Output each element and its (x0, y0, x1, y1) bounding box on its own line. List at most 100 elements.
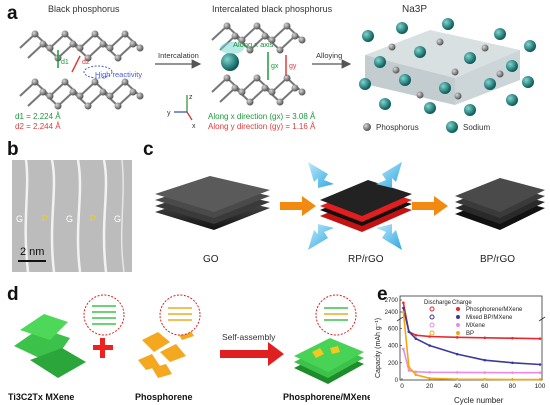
data-point (483, 378, 487, 381)
intercalation-label: Intercalation (158, 51, 199, 60)
legend-discharge-marker (429, 322, 435, 328)
phosphorene-label: Phosphorene (135, 392, 193, 402)
legend-discharge-marker (429, 306, 435, 312)
legend-charge-marker (456, 323, 460, 327)
data-point (538, 371, 542, 374)
plus-sign (93, 338, 113, 358)
intercalated-na-atom (221, 53, 239, 71)
sodium-legend-label: Sodium (463, 123, 490, 132)
data-point (538, 378, 542, 381)
data-point (407, 365, 411, 369)
legend-series-label: Mixed BP/MXene (466, 315, 513, 321)
bp-rgo-stack (455, 178, 545, 230)
data-point (428, 376, 431, 380)
tem-label-g3: G (114, 214, 122, 224)
x-tick-label: 100 (535, 383, 546, 390)
data-point (402, 347, 405, 351)
mxene-label: Ti3C2Tx MXene (8, 392, 74, 402)
data-point (455, 377, 459, 381)
axis-z-label: z (189, 94, 193, 101)
data-point (455, 336, 459, 339)
y-tick-label: 0 (395, 378, 399, 384)
axis-y-label: y (167, 110, 171, 117)
go-label: GO (203, 254, 219, 265)
na3p-title: Na3P (402, 4, 428, 15)
capacity-chart: 0 20 40 60 80 100 0 200 400 600 2400 2700Phosphoren… (375, 295, 546, 405)
tem-label-g2: G (66, 214, 74, 224)
composite-stack (294, 338, 364, 384)
go-stack (155, 176, 270, 230)
bp-rgo-label: BP/rGO (480, 254, 515, 265)
panel-c-schematic: GO RP/rGO BP/rGO (155, 162, 545, 265)
data-point (414, 373, 418, 377)
x-tick-label: 0 (400, 383, 404, 390)
composite-zoom-pattern (324, 307, 348, 321)
d2-value: d2 = 2.244 Å (15, 122, 61, 131)
gy-value: Along y direction (gy) = 1.16 Å (208, 122, 316, 131)
legend-discharge-marker (429, 330, 435, 336)
legend-series-label: BP (466, 331, 474, 337)
data-point (428, 335, 431, 338)
y-tick-label: 600 (388, 326, 399, 332)
black-phosphorus-title: Black phosphorus (48, 4, 120, 14)
x-tick-label: 40 (454, 383, 462, 390)
panel-b-letter: b (7, 139, 19, 160)
data-point (511, 336, 514, 340)
d1-value: d1 = 2.224 Å (15, 112, 61, 121)
self-assembly-arrow (220, 342, 284, 366)
y-tick-label: 200 (388, 361, 399, 367)
data-point (414, 333, 418, 337)
composite-zoom-circle (315, 294, 357, 336)
na3p-crystal (359, 18, 536, 116)
panel-a-letter: a (7, 3, 18, 24)
data-point (414, 337, 418, 340)
data-point (511, 361, 514, 365)
y-tick-label: 400 (388, 344, 399, 350)
panel-e-letter: e (377, 284, 388, 305)
d2-marker (71, 55, 81, 73)
blue-arrow-tr (376, 162, 402, 188)
rp-rgo-stack (320, 180, 412, 232)
data-point (407, 330, 411, 334)
legend-charge-marker (456, 315, 460, 319)
x-tick-label: 20 (426, 383, 434, 390)
sodium-legend-icon (446, 121, 458, 133)
legend-discharge-head: Discharge (424, 300, 452, 306)
mxene-sheets (14, 314, 86, 378)
data-point (402, 310, 405, 314)
legend-discharge-marker (429, 314, 435, 320)
phosphorus-legend-label: Phosphorus (376, 123, 419, 132)
y-tick-label: 2400 (385, 310, 399, 316)
data-point (538, 337, 542, 340)
d2-label: d2 (82, 59, 90, 66)
y-axis-label: Capacity (mAh g⁻¹) (375, 318, 382, 378)
data-point (538, 363, 542, 366)
data-point (428, 344, 431, 347)
axis-break-right (538, 316, 546, 322)
data-point (511, 378, 514, 381)
legend-charge-head: Charge (452, 300, 472, 306)
axis-triad: z y x (167, 94, 196, 130)
mxene-zoom-circle (83, 294, 125, 336)
intercalated-bp-title: Intercalated black phosphorus (212, 4, 333, 14)
x-tick-label: 60 (481, 383, 489, 390)
self-assembly-label: Self-assembly (222, 332, 276, 342)
d1-label: d1 (61, 59, 69, 66)
data-point (483, 371, 487, 374)
x-tick-label: 80 (509, 383, 517, 390)
panel-d-letter: d (7, 284, 19, 305)
data-point (402, 301, 405, 305)
legend-series-label: Phosphorene/MXene (466, 307, 523, 313)
along-x-axis-label: Along x axis (233, 40, 274, 49)
rp-rgo-label: RP/rGO (348, 254, 384, 265)
tem-label-p2: P (90, 214, 97, 224)
axis-x-label: x (192, 123, 196, 130)
phosphorene-flakes (138, 326, 194, 378)
blue-arrow-tl (308, 162, 334, 188)
data-point (428, 370, 431, 374)
y-tick-label: 2700 (385, 298, 399, 304)
data-point (455, 352, 459, 356)
tem-label-g1: G (16, 214, 24, 224)
tem-label-p1: P (42, 214, 49, 224)
gx-value: Along x direction (gx) = 3.08 Å (208, 112, 316, 121)
